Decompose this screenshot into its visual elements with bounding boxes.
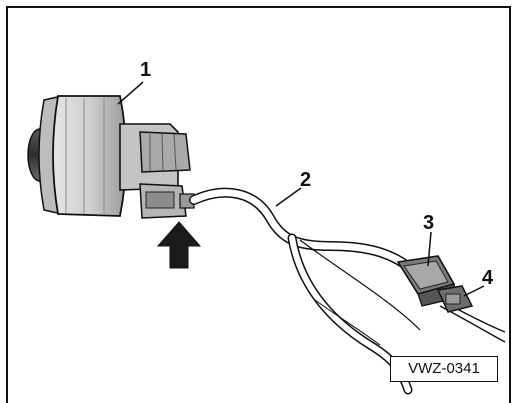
callout-1: 1: [140, 59, 152, 81]
figure-id-label: VWZ-0341: [390, 356, 498, 382]
callout-4: 4: [482, 267, 494, 289]
connector-4: [436, 285, 474, 313]
light-switch: [27, 95, 195, 219]
callout-2: 2: [300, 169, 312, 191]
leader-lines: [117, 81, 485, 297]
callout-3: 3: [423, 212, 435, 234]
arrow-up-icon: [156, 221, 202, 269]
connector-3: [396, 255, 457, 307]
